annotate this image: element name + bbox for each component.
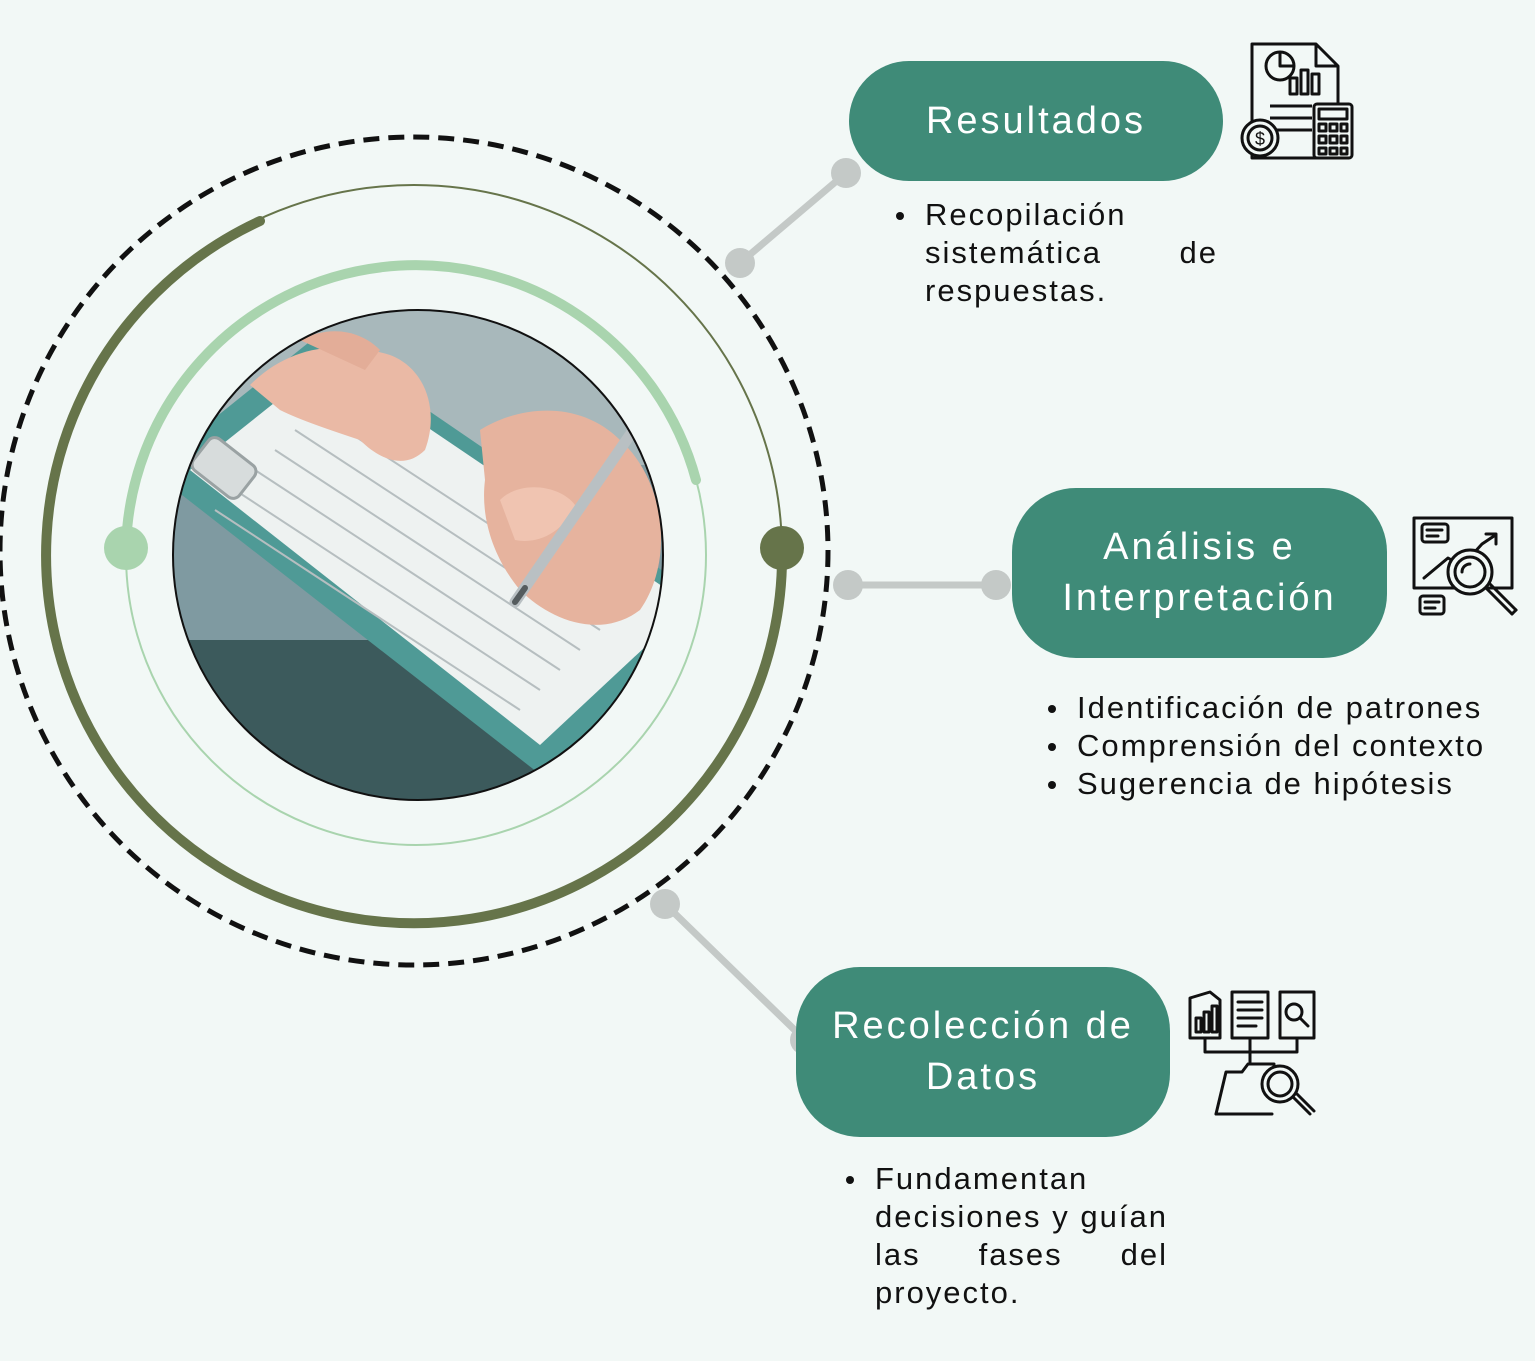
- dashed-outer-ring: [0, 134, 831, 968]
- step-analisis-title: Análisis e Interpretación: [1012, 488, 1387, 658]
- step-resultados-title: Resultados: [849, 61, 1223, 181]
- data-collection-icon: [1188, 990, 1316, 1116]
- step-title-line: Recolección de: [832, 1005, 1134, 1047]
- step-title-line: Análisis e: [1103, 526, 1296, 568]
- ring-light-arc: [121, 260, 701, 553]
- list-item: Comprensión del contexto: [1040, 727, 1515, 765]
- list-item: Identificación de patrones: [1040, 689, 1515, 727]
- step-title-line: Interpretación: [1062, 577, 1337, 619]
- connector-dot: [650, 889, 680, 919]
- connector-recoleccion: [662, 901, 808, 1043]
- connector-dot: [725, 248, 755, 278]
- step-title-line: Datos: [925, 1056, 1041, 1098]
- step-resultados-bullets: Recopilación sistemática de respuestas.: [888, 196, 1218, 310]
- connector-resultados: [737, 170, 849, 266]
- connector-dot: [833, 570, 863, 600]
- connector-dot: [831, 158, 861, 188]
- financial-report-icon: $: [1240, 42, 1354, 160]
- list-item: Fundamentan decisiones y guían las fases…: [838, 1160, 1168, 1312]
- step-recoleccion-bullets: Fundamentan decisiones y guían las fases…: [838, 1160, 1168, 1312]
- list-item: Sugerencia de hipótesis: [1040, 765, 1515, 803]
- ring-dark-knob: [760, 526, 804, 570]
- step-analisis-bullets: Identificación de patrones Comprensión d…: [1040, 689, 1515, 803]
- clipboard-photo: [173, 310, 663, 800]
- ring-dark-arc: [41, 216, 788, 929]
- list-item: Recopilación sistemática de respuestas.: [888, 196, 1218, 310]
- svg-text:$: $: [1255, 129, 1265, 149]
- connector-dot: [981, 570, 1011, 600]
- step-title-line: Resultados: [925, 99, 1147, 142]
- data-analysis-icon: [1412, 516, 1518, 616]
- photo-frame: [172, 309, 664, 801]
- ring-light-knob: [104, 526, 148, 570]
- step-recoleccion-title: Recolección de Datos: [796, 967, 1170, 1137]
